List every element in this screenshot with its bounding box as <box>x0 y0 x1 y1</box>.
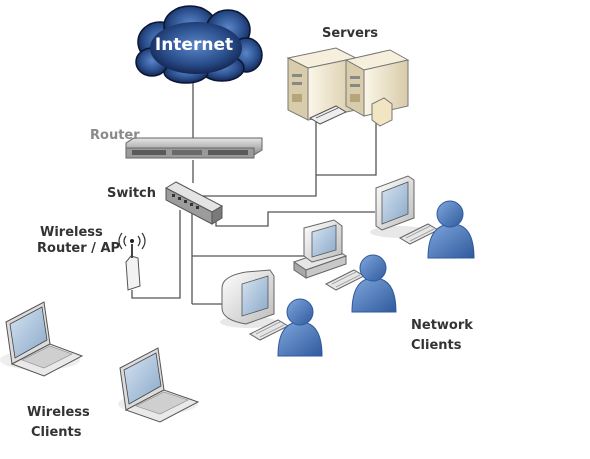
person-icon <box>351 254 397 313</box>
line-switch-server-right <box>316 116 377 176</box>
network-clients-label-line2: Clients <box>411 338 462 353</box>
laptop-right <box>118 347 200 423</box>
internet-cloud: Internet <box>135 5 263 84</box>
wireless-router-label-line1: Wireless <box>40 225 103 240</box>
switch-label: Switch <box>107 186 156 201</box>
servers-label: Servers <box>322 26 378 41</box>
server-right <box>344 49 410 127</box>
line-switch-server-left <box>202 122 317 197</box>
connection-lines <box>131 82 377 305</box>
wireless-router-label-line2: Router / AP <box>37 241 120 256</box>
server-left <box>286 47 358 125</box>
line-client-top <box>215 211 375 227</box>
router-label: Router <box>90 128 140 143</box>
internet-label: Internet <box>155 35 233 55</box>
network-client-middle <box>292 219 397 313</box>
network-client-top <box>370 175 475 259</box>
switch-device <box>164 181 224 225</box>
wireless-clients-label-line2: Clients <box>31 425 82 440</box>
router-device <box>125 137 263 159</box>
network-client-bottom <box>220 269 323 357</box>
network-clients-label-line1: Network <box>411 318 473 333</box>
wireless-clients-label-line1: Wireless <box>27 405 90 420</box>
line-switch-wireless-ap <box>131 210 181 299</box>
person-icon <box>277 298 323 357</box>
laptop-left <box>0 301 84 377</box>
wireless-ap-device <box>118 232 146 291</box>
person-icon <box>427 200 475 259</box>
